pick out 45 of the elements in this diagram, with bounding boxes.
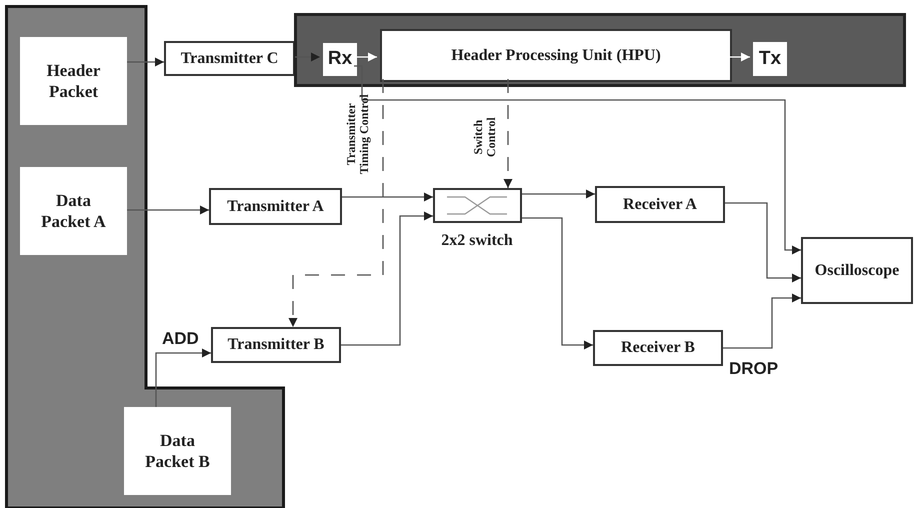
box-label: Receiver B (621, 338, 695, 358)
box-label: Header Packet (46, 60, 102, 102)
arrow (295, 52, 320, 62)
arrow (127, 206, 209, 214)
port-note: ADD (162, 328, 199, 350)
process-box (209, 188, 342, 225)
packet-box (20, 37, 127, 125)
arrow (354, 65, 801, 254)
arrow (729, 52, 750, 62)
box-label: Receiver A (623, 194, 697, 214)
arrow (723, 294, 801, 349)
port-label: Tx (758, 46, 782, 71)
arrow (504, 79, 512, 188)
process-box (211, 327, 341, 363)
box-label: Transmitter B (228, 335, 324, 355)
arrow (725, 202, 801, 282)
arrow (342, 192, 433, 202)
port-label: Rx (328, 47, 352, 72)
arrow (155, 348, 211, 407)
box-label: Data Packet B (144, 430, 211, 472)
box-label: Header Processing Unit (HPU) (451, 46, 661, 66)
port-box (753, 42, 787, 76)
arrow (127, 58, 164, 66)
process-box (380, 29, 732, 82)
arrow (522, 217, 593, 350)
port-note: DROP (729, 358, 778, 380)
packet-box (20, 167, 127, 255)
box-label: Data Packet A (40, 190, 107, 232)
process-box (593, 330, 723, 366)
arrow (354, 52, 377, 62)
oscilloscope-box (801, 237, 913, 304)
packet-box (124, 407, 231, 495)
box-label: Transmitter A (227, 196, 324, 216)
edge-label: Transmitter Timing Control (344, 93, 372, 176)
box-label: Transmitter C (180, 48, 278, 68)
port-box (323, 43, 357, 76)
arrow (522, 190, 595, 198)
edge-label: Switch Control (472, 116, 498, 160)
process-box (595, 186, 725, 223)
box-label: Oscilloscope (814, 260, 900, 280)
hpu-frame (294, 13, 906, 87)
arrow (341, 212, 433, 346)
switch-caption: 2x2 switch (440, 231, 514, 251)
process-box (164, 41, 295, 76)
arrow (288, 79, 384, 327)
